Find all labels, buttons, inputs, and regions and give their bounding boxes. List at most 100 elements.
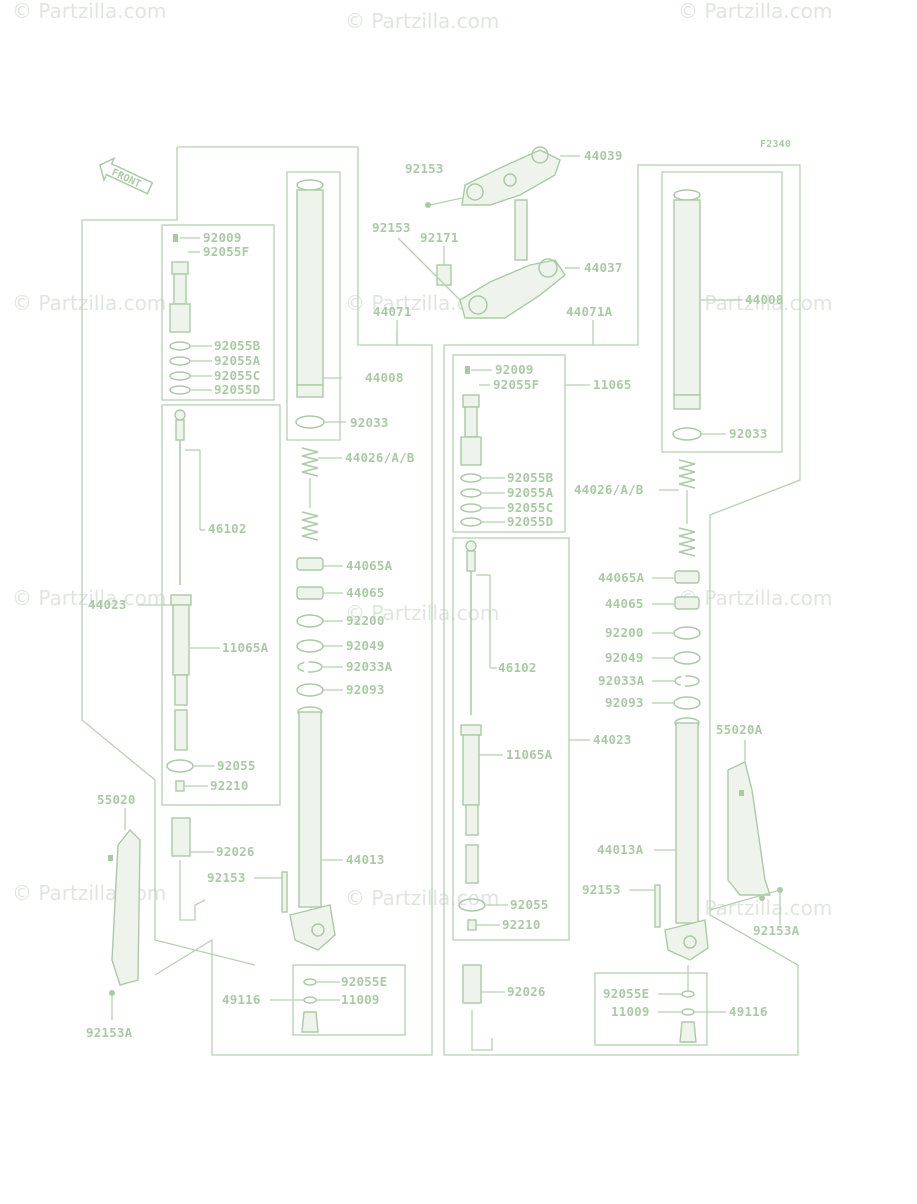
part-92033-right: 92033 bbox=[729, 426, 768, 441]
watermark: © Partzilla.com bbox=[345, 9, 499, 33]
part-92033A: 92033A bbox=[346, 659, 393, 674]
part-44071: 44071 bbox=[373, 304, 412, 319]
part-92055-right: 92055 bbox=[510, 897, 549, 912]
part-55020: 55020 bbox=[97, 792, 136, 807]
part-92055B: 92055B bbox=[214, 338, 261, 353]
watermark: © Partzilla.com bbox=[345, 601, 499, 625]
part-92093: 92093 bbox=[346, 682, 385, 697]
seal-stack-right bbox=[652, 570, 701, 710]
part-92055: 92055 bbox=[217, 758, 256, 773]
part-92055B-right: 92055B bbox=[507, 470, 554, 485]
part-44039: 44039 bbox=[584, 148, 623, 163]
outer-tube-right bbox=[629, 717, 709, 961]
part-44013A-right: 44013A bbox=[597, 842, 644, 857]
part-92093-right: 92093 bbox=[605, 695, 644, 710]
fork-guard-right bbox=[709, 740, 783, 925]
part-44065A-right: 44065A bbox=[598, 570, 645, 585]
part-92171: 92171 bbox=[420, 230, 459, 245]
part-92153-mid: 92153 bbox=[372, 220, 411, 235]
part-44037: 44037 bbox=[584, 260, 623, 275]
part-44013: 44013 bbox=[346, 852, 385, 867]
part-92055F-right: 92055F bbox=[493, 377, 539, 392]
right-fork-outline bbox=[443, 164, 801, 1056]
lower-triple-clamp bbox=[397, 199, 580, 319]
watermark: © Partzilla.com bbox=[678, 0, 832, 23]
figure-code: F2340 bbox=[760, 139, 791, 150]
part-92055F: 92055F bbox=[203, 244, 249, 259]
part-44023: 44023 bbox=[88, 597, 127, 612]
outer-tube-left bbox=[289, 706, 343, 951]
cartridge-right bbox=[458, 540, 590, 1051]
part-11009-right: 11009 bbox=[611, 1004, 650, 1019]
part-92026-right: 92026 bbox=[507, 984, 546, 999]
inner-tube-box-right bbox=[661, 171, 783, 453]
part-92033A-right: 92033A bbox=[598, 673, 645, 688]
part-44008-right: 44008 bbox=[745, 292, 784, 307]
part-92055E: 92055E bbox=[341, 974, 387, 989]
valve-right bbox=[658, 965, 726, 1043]
front-arrow-icon: FRONT bbox=[99, 156, 154, 195]
valve-group-box-right bbox=[594, 972, 708, 1046]
watermark: © Partzilla.com bbox=[12, 881, 166, 905]
part-49116: 49116 bbox=[222, 992, 261, 1007]
part-92055E-right: 92055E bbox=[603, 986, 649, 1001]
part-92026: 92026 bbox=[216, 844, 255, 859]
part-92055C: 92055C bbox=[214, 368, 260, 383]
cartridge-group-box-right bbox=[452, 537, 570, 941]
part-92055A-right: 92055A bbox=[507, 485, 554, 500]
fork-guard-left bbox=[108, 808, 141, 1020]
upper-triple-clamp bbox=[429, 146, 580, 206]
part-44023-right: 44023 bbox=[593, 732, 632, 747]
part-11009: 11009 bbox=[341, 992, 380, 1007]
cap-group-box bbox=[161, 224, 275, 401]
part-11065A-right: 11065A bbox=[506, 747, 553, 762]
part-46102-right: 46102 bbox=[498, 660, 537, 675]
part-92153-left: 92153 bbox=[207, 870, 246, 885]
part-44065-right: 44065 bbox=[605, 596, 644, 611]
part-92009: 92009 bbox=[203, 230, 242, 245]
fork-cap-left bbox=[169, 234, 212, 395]
inner-tube-box bbox=[286, 171, 341, 441]
part-92033: 92033 bbox=[350, 415, 389, 430]
part-92049-right: 92049 bbox=[605, 650, 644, 665]
part-92210-right: 92210 bbox=[502, 917, 541, 932]
cartridge-left bbox=[138, 409, 220, 921]
part-92200-right: 92200 bbox=[605, 625, 644, 640]
part-44026-A-B: 44026/A/B bbox=[345, 450, 415, 465]
watermark: © Partzilla.com bbox=[12, 586, 166, 610]
inner-tube-right bbox=[672, 189, 742, 441]
part-49116-right: 49116 bbox=[729, 1004, 768, 1019]
seal-stack-left bbox=[296, 557, 343, 697]
inner-tube-left bbox=[295, 179, 346, 429]
part-44065A: 44065A bbox=[346, 558, 393, 573]
part-92200: 92200 bbox=[346, 613, 385, 628]
watermark: © Partzilla.com bbox=[678, 896, 832, 920]
part-92009-right: 92009 bbox=[495, 362, 534, 377]
watermark: © Partzilla.com bbox=[345, 886, 499, 910]
part-92055C-right: 92055C bbox=[507, 500, 553, 515]
watermark: © Partzilla.com bbox=[678, 586, 832, 610]
valve-left bbox=[270, 978, 340, 1033]
part-44026-A-B-right: 44026/A/B bbox=[574, 482, 644, 497]
part-92055D-right: 92055D bbox=[507, 514, 553, 529]
watermark: © Partzilla.com bbox=[12, 291, 166, 315]
watermark: © Partzilla.com bbox=[678, 291, 832, 315]
watermark-layer: © Partzilla.com © Partzilla.com © Partzi… bbox=[12, 0, 832, 920]
fork-spring-left bbox=[301, 447, 342, 541]
part-44065: 44065 bbox=[346, 585, 385, 600]
part-92153A-left: 92153A bbox=[86, 1025, 133, 1040]
part-55020A-right: 55020A bbox=[716, 722, 763, 737]
part-92153A-right: 92153A bbox=[753, 923, 800, 938]
part-44008: 44008 bbox=[365, 370, 404, 385]
watermark: © Partzilla.com bbox=[12, 0, 166, 23]
part-92049: 92049 bbox=[346, 638, 385, 653]
fork-cap-right bbox=[460, 366, 590, 527]
fork-spring-right bbox=[659, 459, 696, 557]
part-11065-right: 11065 bbox=[593, 377, 632, 392]
part-11065A: 11065A bbox=[222, 640, 269, 655]
part-92055A: 92055A bbox=[214, 353, 261, 368]
part-92210: 92210 bbox=[210, 778, 249, 793]
part-92055D: 92055D bbox=[214, 382, 260, 397]
